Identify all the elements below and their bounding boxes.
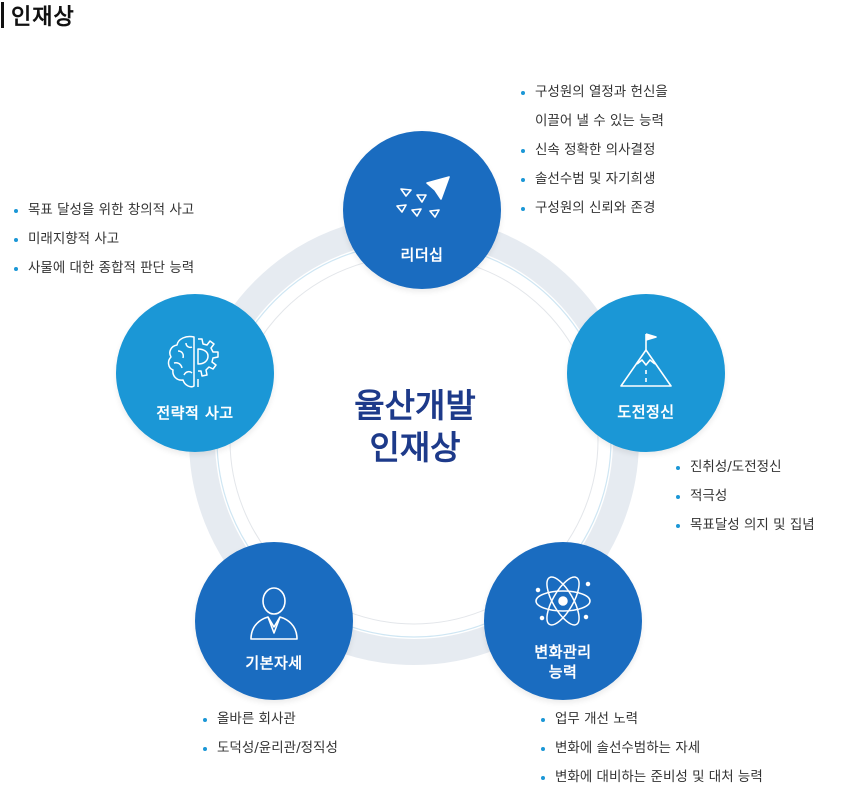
node-challenge-label: 도전정신 xyxy=(617,403,675,421)
node-basic-label: 기본자세 xyxy=(245,654,303,672)
list-item: 변화에 솔선수범하는 자세 xyxy=(541,734,763,763)
list-item: 도덕성/윤리관/정직성 xyxy=(203,734,338,763)
list-item: 변화에 대비하는 준비성 및 대처 능력 xyxy=(541,763,763,792)
center-title-line2: 인재상 xyxy=(369,428,461,467)
list-item: 올바른 회사관 xyxy=(203,705,338,734)
list-item: 업무 개선 노력 xyxy=(541,705,763,734)
node-change-label-line2: 능력 xyxy=(548,663,578,681)
list-item: 사물에 대한 종합적 판단 능력 xyxy=(14,254,194,283)
page-title: 인재상 xyxy=(11,5,75,30)
list-item: 신속 정확한 의사결정 xyxy=(521,136,668,165)
challenge-bullets: 진취성/도전정신 적극성 목표달성 의지 및 집념 xyxy=(676,453,815,540)
list-item: 진취성/도전정신 xyxy=(676,453,815,482)
node-change-label: 변화관리 능력 xyxy=(534,642,591,682)
mountain-flag-icon xyxy=(620,333,672,387)
node-change: 변화관리 능력 xyxy=(484,542,642,700)
list-item: 목표 달성을 위한 창의적 사고 xyxy=(14,196,194,225)
list-item: 구성원의 열정과 헌신을 xyxy=(521,78,668,107)
center-title: 율산개발 인재상 xyxy=(315,385,515,469)
node-strategy-label: 전략적 사고 xyxy=(156,404,234,422)
list-item: 이끌어 낼 수 있는 능력 xyxy=(535,113,664,129)
center-title-line1: 율산개발 xyxy=(354,386,476,425)
title-bar xyxy=(1,2,4,28)
paper-plane-icon xyxy=(396,176,450,218)
list-item: 목표달성 의지 및 집념 xyxy=(676,511,815,540)
node-basic: 기본자세 xyxy=(195,542,353,700)
page-title-wrap: 인재상 xyxy=(0,0,75,30)
node-leadership: 리더십 xyxy=(343,131,501,289)
list-item: 적극성 xyxy=(676,482,815,511)
brain-gear-icon xyxy=(167,335,219,388)
list-item: 미래지향적 사고 xyxy=(14,225,194,254)
node-strategy: 전략적 사고 xyxy=(116,294,274,452)
atom-icon xyxy=(535,576,591,626)
node-change-label-line1: 변화관리 xyxy=(534,643,592,661)
node-challenge: 도전정신 xyxy=(567,294,725,452)
node-leadership-label: 리더십 xyxy=(400,246,444,264)
list-item: 구성원의 신뢰와 존경 xyxy=(521,194,668,223)
person-icon xyxy=(250,587,298,640)
strategy-bullets: 목표 달성을 위한 창의적 사고 미래지향적 사고 사물에 대한 종합적 판단 … xyxy=(14,196,194,283)
leadership-bullets: 구성원의 열정과 헌신을 이끌어 낼 수 있는 능력 신속 정확한 의사결정 솔… xyxy=(521,78,668,223)
change-bullets: 업무 개선 노력 변화에 솔선수범하는 자세 변화에 대비하는 준비성 및 대처… xyxy=(541,705,763,792)
list-item: 솔선수범 및 자기희생 xyxy=(521,165,668,194)
basic-bullets: 올바른 회사관 도덕성/윤리관/정직성 xyxy=(203,705,338,763)
